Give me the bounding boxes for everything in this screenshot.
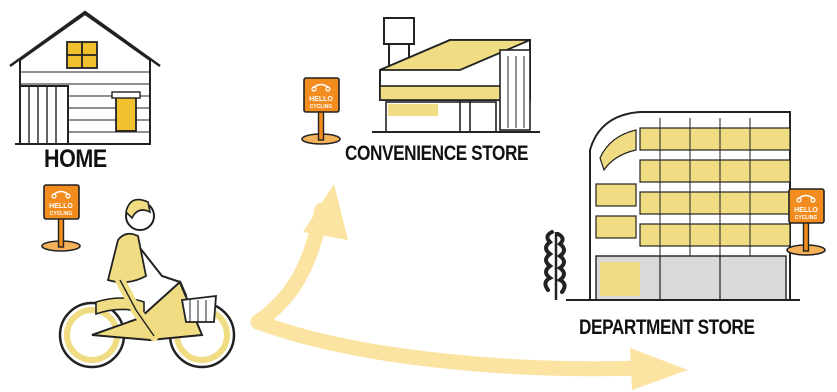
- department-store-illustration: [566, 112, 800, 300]
- hello-cycling-station-department: [787, 189, 825, 255]
- home-label: HOME: [44, 147, 107, 172]
- station-department-brand-line2: CYCLING: [795, 215, 818, 221]
- convenience-store-label: CONVENIENCE STORE: [345, 143, 528, 164]
- tree-illustration: [545, 232, 564, 300]
- home-house-illustration: [10, 12, 160, 144]
- hello-cycling-station-home: [42, 185, 80, 251]
- station-convenience-brand-line2: CYCLING: [310, 104, 333, 110]
- station-home-brand-line1: HELLO: [49, 203, 73, 210]
- station-department-brand-line1: HELLO: [794, 207, 818, 214]
- convenience-store-illustration: [372, 18, 540, 132]
- bicycle-rider-illustration: [60, 200, 234, 367]
- route-arrow-to-convenience: [258, 184, 348, 322]
- station-convenience-brand-line1: HELLO: [309, 96, 333, 103]
- department-store-label: DEPARTMENT STORE: [579, 317, 755, 338]
- hello-cycling-station-convenience: [302, 78, 340, 144]
- station-home-brand-line2: CYCLING: [50, 211, 73, 217]
